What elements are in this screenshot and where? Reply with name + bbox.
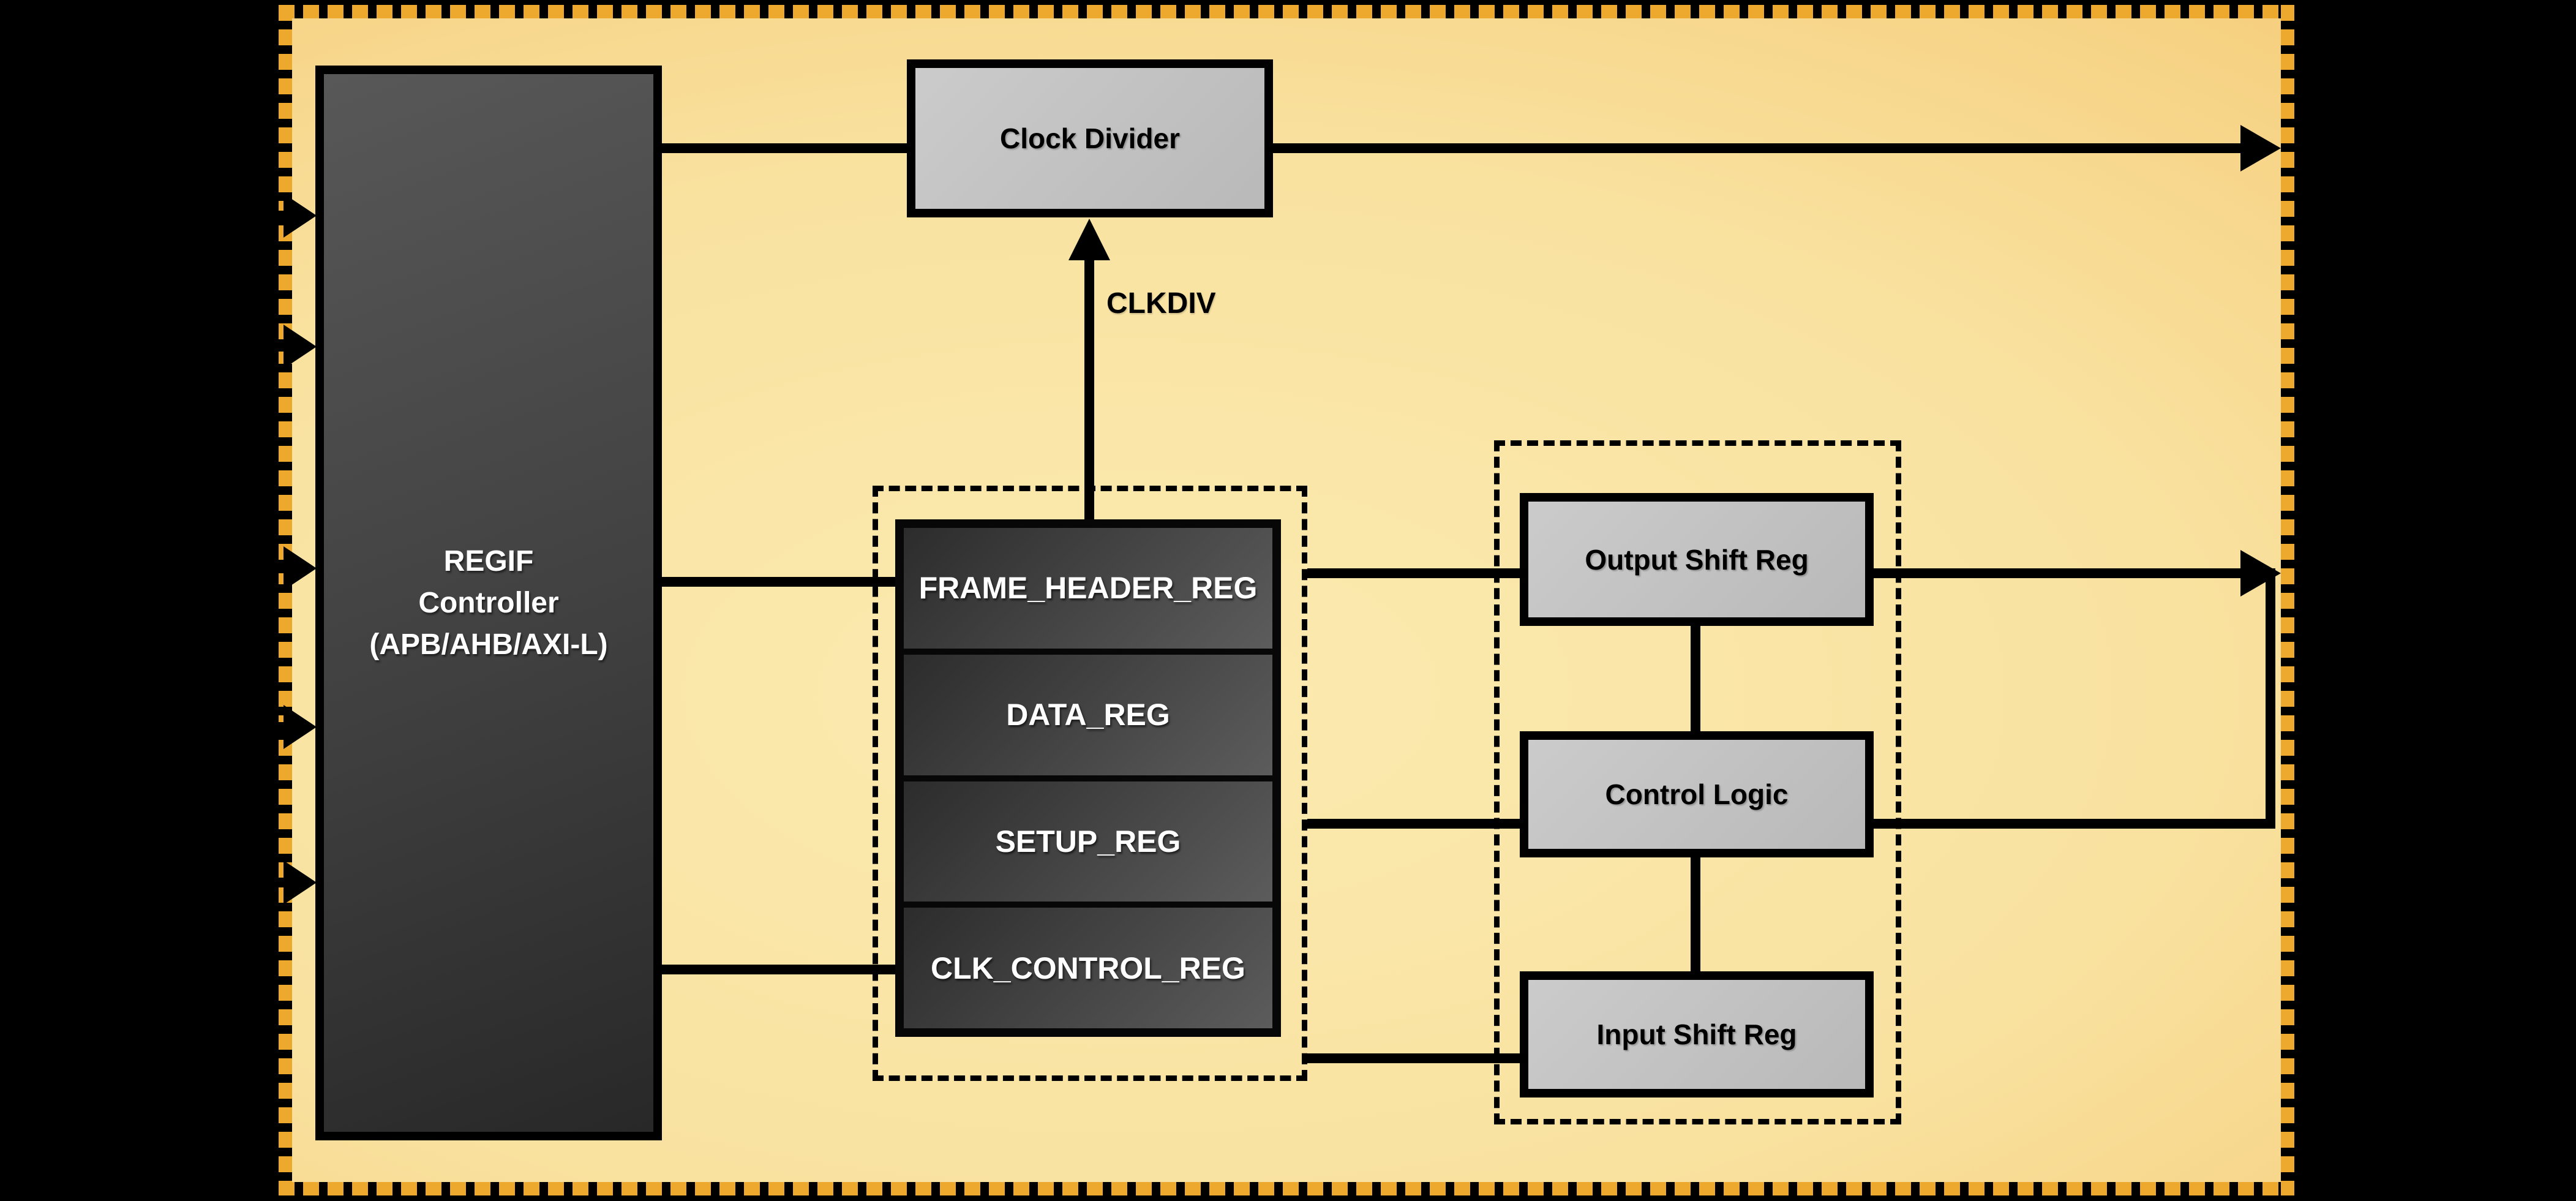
- signal-line-controllogic-out: [1874, 819, 2275, 829]
- signal-line-reg-to-inputshift: [1307, 1053, 1520, 1063]
- signal-line-controllogic-to-inputshift: [1691, 857, 1700, 971]
- signal-line-regif-to-clockdivider: [662, 143, 907, 153]
- frame-border-right: [2281, 5, 2294, 1195]
- regif-label-line1: REGIF: [443, 544, 534, 578]
- signal-line-feedback-vertical: [2266, 568, 2275, 829]
- input-shift-reg-label: Input Shift Reg: [1596, 1018, 1797, 1050]
- output-shift-reg-block: Output Shift Reg: [1520, 493, 1874, 626]
- regif-label-line3: (APB/AHB/AXI-L): [369, 628, 608, 661]
- frame-border-bottom: [279, 1182, 2294, 1195]
- control-logic-block: Control Logic: [1520, 731, 1874, 857]
- clock-divider-label: Clock Divider: [1000, 122, 1180, 154]
- setup-reg-label: SETUP_REG: [995, 824, 1181, 859]
- bus-input-arrow-icon: [284, 325, 317, 369]
- signal-line-clockdivider-out: [1273, 143, 2243, 153]
- signal-line-clkdiv: [1084, 259, 1094, 519]
- control-logic-label: Control Logic: [1605, 778, 1789, 810]
- output-shift-reg-label: Output Shift Reg: [1585, 543, 1809, 576]
- bus-input-arrow-icon: [284, 860, 317, 905]
- bus-input-arrow-icon: [284, 546, 317, 590]
- regif-label-line2: Controller: [418, 586, 559, 619]
- signal-line-outputshift-out: [1874, 568, 2243, 578]
- frame-border-left: [279, 5, 292, 1195]
- serial-output-arrow-icon: [2240, 550, 2281, 597]
- regif-controller-block: REGIF Controller (APB/AHB/AXI-L): [315, 66, 662, 1140]
- signal-line-outputshift-to-controllogic: [1691, 621, 1700, 731]
- bus-input-arrow-icon: [284, 194, 317, 238]
- frame-header-reg-row: FRAME_HEADER_REG: [904, 528, 1272, 649]
- input-shift-reg-block: Input Shift Reg: [1520, 971, 1874, 1097]
- register-stack: FRAME_HEADER_REG DATA_REG SETUP_REG CLK_…: [895, 519, 1281, 1037]
- bus-input-arrow-icon: [284, 705, 317, 749]
- data-reg-label: DATA_REG: [1006, 698, 1170, 732]
- signal-line-reg-to-controllogic: [1307, 819, 1520, 829]
- clkdiv-signal-label: CLKDIV: [1106, 287, 1216, 320]
- data-reg-row: DATA_REG: [904, 654, 1272, 775]
- frame-border-top: [279, 5, 2294, 18]
- signal-line-reg-to-outputshift: [1307, 568, 1520, 578]
- shift-control-group: [1494, 440, 1901, 1124]
- clock-output-arrow-icon: [2240, 125, 2281, 171]
- register-file-group: [873, 486, 1307, 1081]
- signal-line-regif-to-frameheader: [662, 577, 895, 587]
- clkdiv-arrow-up-icon: [1068, 219, 1110, 260]
- clock-divider-block: Clock Divider: [907, 59, 1273, 217]
- frame-header-reg-label: FRAME_HEADER_REG: [918, 571, 1258, 606]
- clk-control-reg-row: CLK_CONTROL_REG: [904, 908, 1272, 1028]
- regif-controller-label: REGIF Controller (APB/AHB/AXI-L): [369, 541, 607, 666]
- diagram-frame: CLKDIV REGIF Controller (APB/AHB/AXI-L) …: [279, 5, 2294, 1195]
- signal-line-regif-to-clkcontrol: [662, 965, 895, 974]
- setup-reg-row: SETUP_REG: [904, 781, 1272, 902]
- clk-control-reg-label: CLK_CONTROL_REG: [931, 951, 1245, 985]
